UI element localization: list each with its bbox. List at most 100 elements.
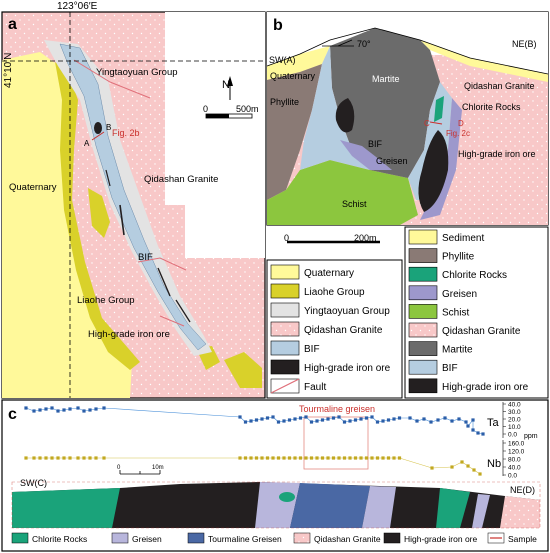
svg-text:10m: 10m: [152, 465, 164, 471]
scale-bar-a: 0 500m: [203, 104, 259, 119]
legend-c-swatch: [111, 532, 129, 544]
svg-text:200m: 200m: [354, 233, 377, 243]
nb-point: [450, 465, 454, 469]
ta-point: [238, 415, 242, 419]
nb-point: [392, 456, 396, 460]
ta-point: [415, 419, 419, 423]
b-ne-label: NE(B): [512, 39, 537, 49]
b-chlorite: [434, 96, 444, 122]
nb-point: [293, 456, 297, 460]
label-bif: BIF: [138, 252, 153, 263]
ta-point: [457, 417, 461, 421]
panel-a-label: a: [8, 16, 17, 33]
ta-point: [320, 418, 325, 422]
nb-point: [50, 456, 54, 460]
ta-point: [436, 418, 440, 422]
legend-a-swatch: [270, 264, 300, 280]
ta-point: [422, 417, 426, 421]
nb-point: [309, 456, 314, 460]
label-yingtaoyuan: Yingtaoyuan Group: [96, 67, 178, 78]
nb-point: [326, 456, 330, 460]
nb-point: [381, 456, 385, 460]
nb-point: [38, 456, 42, 460]
label-hgiron: High-grade iron ore: [88, 329, 170, 340]
ta-tick-label: 30.0: [508, 409, 521, 416]
ta-point: [88, 408, 92, 412]
panel-b-label: b: [273, 17, 283, 34]
b-label-martite: Martite: [372, 74, 400, 84]
c-strip: [11, 481, 541, 529]
svg-text:70°: 70°: [357, 39, 371, 49]
nb-point: [430, 466, 434, 470]
legend-a-label: Liaohe Group: [304, 287, 365, 298]
legend-b-swatch: [408, 322, 438, 338]
nb-point: [76, 456, 80, 460]
legend-b-label: High-grade iron ore: [442, 382, 529, 393]
b-greisen-2: [420, 98, 462, 220]
ta-tick-label: 10.0: [508, 424, 521, 431]
ta-point: [271, 415, 275, 419]
ta-point: [82, 409, 86, 413]
b-schist: [267, 160, 418, 225]
scale-bar-c: 0 10m: [117, 465, 164, 475]
scale-bar-b: 0 200m: [284, 233, 380, 244]
ta-point: [282, 419, 286, 423]
b-martite: [330, 28, 440, 178]
ta-point: [370, 415, 374, 419]
ta-point: [293, 417, 297, 421]
ta-point: [429, 420, 433, 424]
ta-point: [331, 416, 336, 420]
ta-point: [375, 420, 380, 424]
nb-point: [271, 456, 275, 460]
c-greisen-3: [472, 494, 490, 528]
ta-point: [44, 407, 48, 411]
b-label-c: C: [424, 119, 430, 128]
ta-point: [392, 417, 396, 421]
nb-label: Nb: [487, 458, 501, 470]
nb-point: [62, 456, 66, 460]
nb-point: [32, 456, 36, 460]
ta-point: [260, 417, 264, 421]
b-label-fig2c: Fig. 2c: [446, 129, 470, 138]
ta-point: [466, 424, 470, 428]
svg-text:0: 0: [284, 233, 289, 243]
nb-point: [375, 456, 380, 460]
ta-point: [76, 406, 80, 410]
label-point-a: A: [84, 139, 90, 148]
ta-point: [386, 418, 391, 422]
nb-point: [276, 456, 281, 460]
nb-point: [353, 456, 358, 460]
tourmaline-box: [303, 416, 369, 470]
ta-point: [249, 419, 253, 423]
ta-point: [326, 417, 330, 421]
b-label-chlorite: Chlorite Rocks: [462, 102, 521, 112]
coord-longitude: 123°06′E: [57, 1, 98, 12]
legend-b-label: Greisen: [442, 289, 477, 300]
ta-point: [471, 418, 475, 422]
c-greisen-2: [362, 486, 396, 528]
legend-a-label: BIF: [304, 344, 320, 355]
b-label-qidashan: Qidashan Granite: [464, 81, 535, 91]
legend-b-label: Chlorite Rocks: [442, 270, 507, 281]
ta-point: [276, 420, 281, 424]
ta-point: [359, 417, 363, 421]
dip-symbol: 70°: [322, 39, 371, 49]
ta-point: [265, 416, 270, 420]
nb-point: [260, 456, 264, 460]
nb-point: [238, 456, 242, 460]
nb-point: [24, 456, 28, 460]
legend-c-label: Greisen: [132, 534, 162, 544]
ta-point: [254, 418, 259, 422]
legend-c-label: Qidashan Granite: [314, 534, 381, 544]
nb-point: [304, 456, 308, 460]
ta-tick-label: 20.0: [508, 417, 521, 424]
b-greisen: [340, 140, 392, 170]
ta-point: [450, 419, 454, 423]
b-iron-ore-body-2: [418, 130, 449, 212]
b-label-schist: Schist: [342, 199, 367, 209]
ta-tick-label: 40.0: [508, 402, 521, 409]
ta-point: [304, 415, 308, 419]
b-quaternary: [267, 46, 330, 80]
c-chlorite-left: [12, 488, 120, 528]
